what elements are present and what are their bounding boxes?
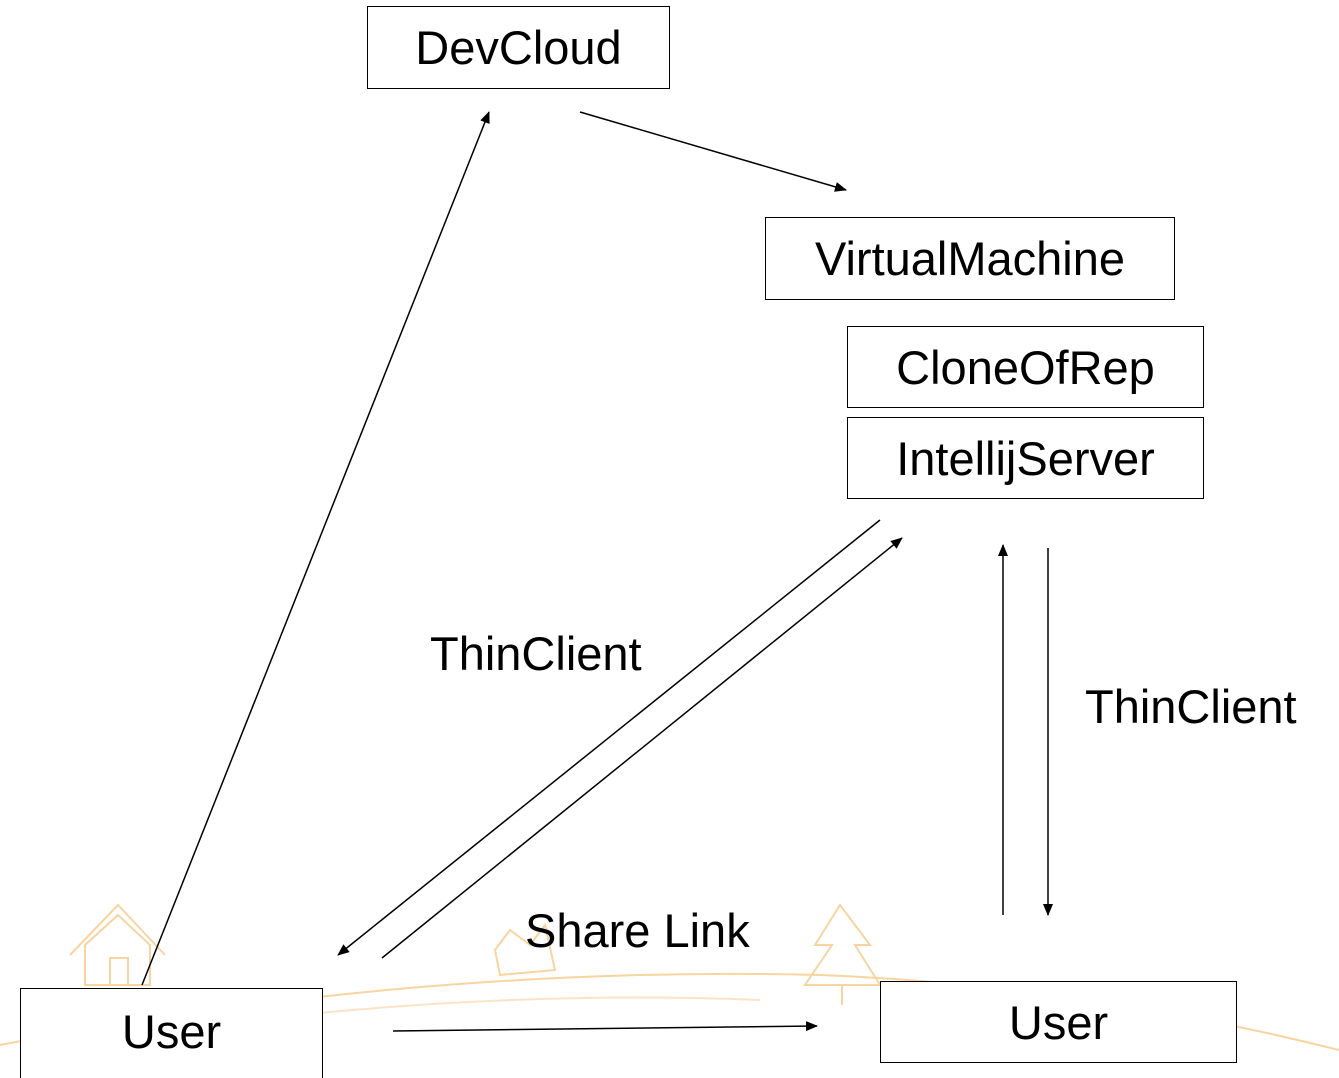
intellij-server-label: IntellijServer <box>896 431 1155 485</box>
user-right-node: User <box>880 981 1237 1063</box>
intellij-server-node: IntellijServer <box>847 417 1204 499</box>
house-sketch <box>493 922 557 977</box>
virtual-machine-label: VirtualMachine <box>814 232 1126 285</box>
devcloud-node: DevCloud <box>367 6 670 89</box>
edge-intellijserver-to-user-left <box>337 519 881 956</box>
hill-outline <box>249 996 761 1021</box>
user-right-label: User <box>1008 995 1109 1049</box>
virtual-machine-node: VirtualMachine <box>765 217 1175 300</box>
edge-devcloud-to-virtualmachine <box>579 111 847 192</box>
tree-sketch <box>803 903 882 1005</box>
edge-user-to-devcloud <box>141 111 490 986</box>
thin-client-left-label: ThinClient <box>430 627 642 680</box>
edge-user-left-to-intellijserver <box>381 537 903 959</box>
clone-of-rep-node: CloneOfRep <box>847 326 1204 408</box>
edge-share-link <box>392 1021 818 1032</box>
user-left-node: User <box>20 988 323 1078</box>
thin-client-right-label: ThinClient <box>1085 680 1297 733</box>
devcloud-label: DevCloud <box>415 21 622 74</box>
user-left-label: User <box>121 1005 222 1058</box>
clone-of-rep-label: CloneOfRep <box>896 340 1155 394</box>
share-link-label: Share Link <box>525 904 750 957</box>
